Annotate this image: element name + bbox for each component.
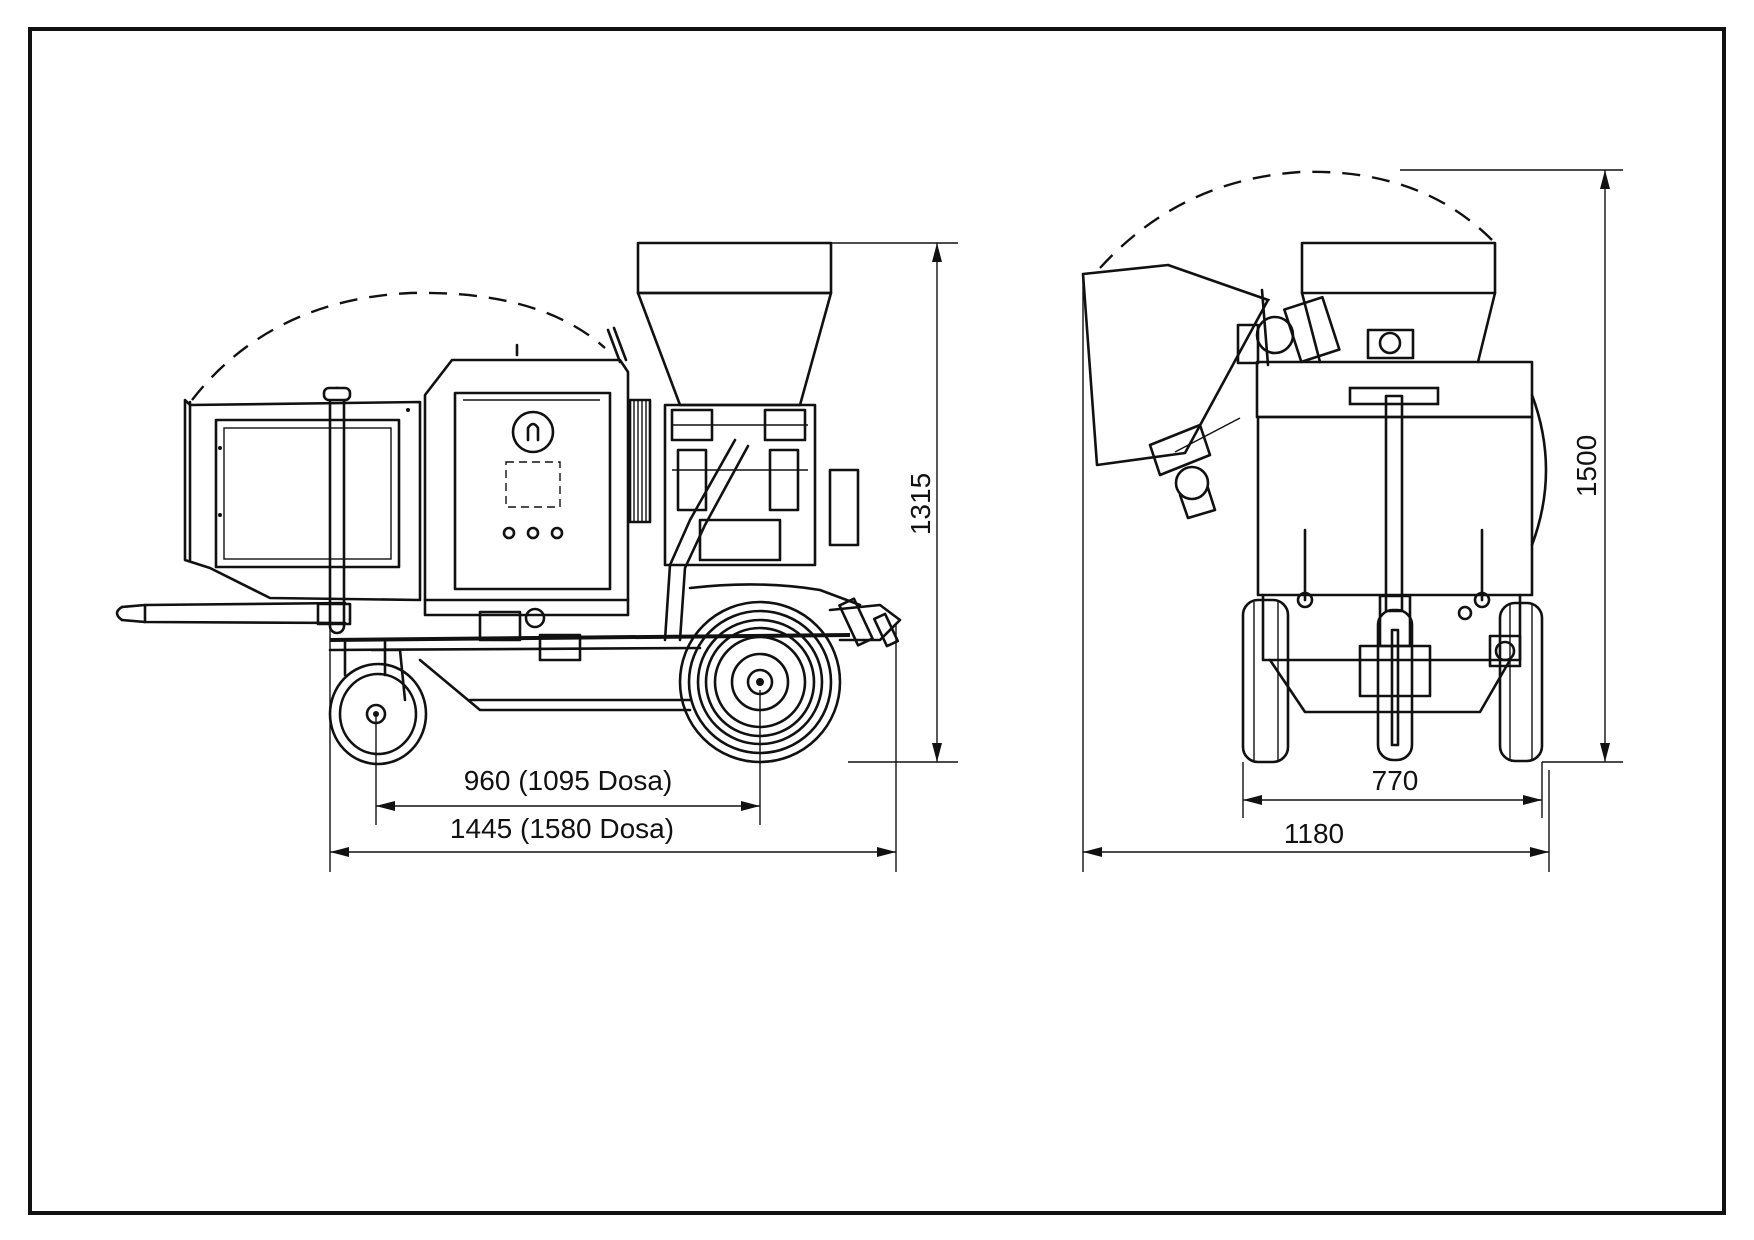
rear-right-wheel xyxy=(1498,601,1544,763)
rear-mixer-lid xyxy=(1081,263,1271,520)
rear-lid-swing-arc xyxy=(1099,170,1493,269)
side-lid-swing-arc xyxy=(191,291,606,401)
rear-body xyxy=(1255,360,1548,662)
side-tow-bar xyxy=(115,601,352,626)
side-hose-coil xyxy=(628,398,652,524)
side-dimensions xyxy=(329,242,958,872)
side-wheelbase-label: 960 (1095 Dosa) xyxy=(464,765,673,796)
rear-view: 770 1180 1500 xyxy=(1081,169,1623,872)
side-castor-wheel xyxy=(328,638,428,766)
side-mixer-tank xyxy=(183,398,422,602)
side-hopper xyxy=(636,241,833,407)
rear-hopper xyxy=(1300,241,1497,364)
side-outlet-coupling xyxy=(828,597,902,648)
side-hopper-lever xyxy=(606,326,628,364)
rear-dimensions xyxy=(1082,169,1623,872)
side-dosing-block xyxy=(663,403,860,567)
side-delivery-pipe xyxy=(663,438,750,642)
rear-top-fittings xyxy=(1236,288,1415,367)
rear-overall-width-label: 1180 xyxy=(1284,818,1344,849)
rear-track-label: 770 xyxy=(1372,765,1419,796)
side-control-cabinet xyxy=(423,343,630,617)
side-view: 960 (1095 Dosa) 1445 (1580 Dosa) 1315 xyxy=(115,241,958,872)
side-overall-length-label: 1445 (1580 Dosa) xyxy=(450,813,674,844)
rear-left-wheel xyxy=(1241,598,1290,764)
side-handle-bar xyxy=(322,386,352,635)
side-height-label: 1315 xyxy=(905,473,936,535)
drawing-frame xyxy=(28,27,1726,1215)
rear-lower-frame xyxy=(1268,594,1522,762)
rear-height-label: 1500 xyxy=(1571,435,1602,497)
